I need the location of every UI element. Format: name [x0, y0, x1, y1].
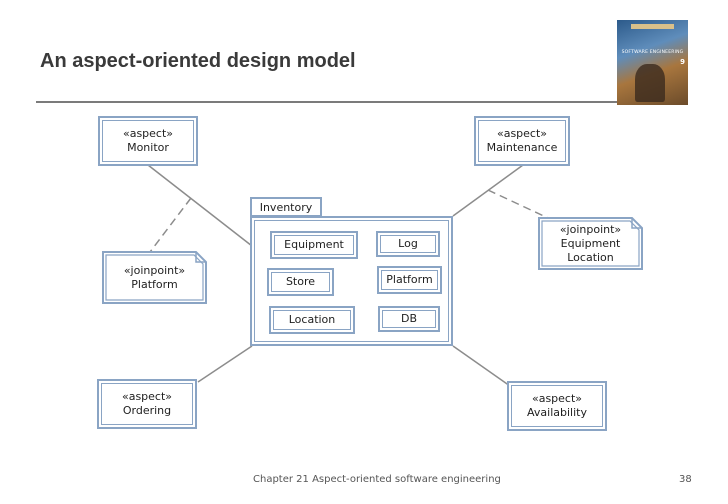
class-store-inner-border — [271, 272, 330, 292]
joinpoint-platform: «joinpoint» Platform — [102, 251, 207, 304]
aspect-maintenance: «aspect» Maintenance — [474, 116, 570, 166]
class-location-name: Location — [288, 313, 336, 326]
class-store-name: Store — [285, 275, 316, 288]
joinpoint-platform-name: Platform — [131, 277, 178, 291]
aspect-monitor-stereotype: «aspect» — [122, 127, 174, 140]
class-location-inner-border — [273, 310, 351, 330]
connector-ordering-inventory — [197, 345, 253, 383]
joinpoint-platform-stereotype: «joinpoint» — [123, 263, 186, 277]
class-log: Log — [376, 231, 440, 257]
connector-availability-inventory — [452, 345, 511, 387]
aspect-monitor-inner-border — [102, 120, 194, 162]
book-cover-figure — [635, 64, 665, 102]
joinpoint-equipment-location-line2: Location — [567, 250, 614, 264]
aspect-ordering: «aspect» Ordering — [97, 379, 197, 429]
class-platform-inner-border — [381, 270, 438, 290]
class-db-inner-border — [382, 310, 436, 328]
aspect-monitor-name: Monitor — [127, 141, 169, 154]
aspect-maintenance-name: Maintenance — [486, 141, 558, 154]
aspect-maintenance-stereotype: «aspect» — [496, 127, 548, 140]
class-equipment-inner-border — [274, 235, 354, 255]
title-divider — [36, 101, 626, 103]
class-platform: Platform — [377, 266, 442, 294]
book-cover-image: SOFTWARE ENGINEERING 9 — [617, 20, 688, 105]
class-equipment-name: Equipment — [284, 238, 344, 251]
aspect-availability-name: Availability — [527, 406, 587, 419]
class-db-name: DB — [400, 312, 418, 325]
connector-monitor-inventory — [147, 164, 253, 247]
slide-title: An aspect-oriented design model — [40, 50, 356, 72]
aspect-availability-inner-border — [511, 385, 603, 427]
book-cover-band — [631, 24, 674, 29]
joinpoint-equipment-location: «joinpoint» Equipment Location — [538, 217, 643, 270]
connector-monitor-platform-dashed — [149, 197, 192, 253]
note-shape-platform — [102, 251, 207, 304]
joinpoint-equipment-location-stereotype: «joinpoint» — [559, 222, 622, 236]
aspect-maintenance-inner-border — [478, 120, 566, 162]
footer-chapter-text: Chapter 21 Aspect-oriented software engi… — [253, 474, 501, 485]
class-location: Location — [269, 306, 355, 334]
class-log-name: Log — [398, 237, 418, 250]
joinpoint-equipment-location-line1: Equipment — [560, 236, 621, 250]
book-cover-title: SOFTWARE ENGINEERING — [621, 50, 684, 55]
footer-page-number: 38 — [679, 474, 692, 485]
aspect-monitor: «aspect» Monitor — [98, 116, 198, 166]
note-shape-equipment-location — [538, 217, 643, 270]
class-equipment: Equipment — [270, 231, 358, 259]
aspect-ordering-stereotype: «aspect» — [121, 390, 173, 403]
connector-maintenance-location-dashed — [487, 189, 549, 219]
aspect-availability: «aspect» Availability — [507, 381, 607, 431]
class-log-inner-border — [380, 235, 436, 253]
book-cover-edition: 9 — [680, 58, 685, 66]
aspect-ordering-name: Ordering — [122, 404, 172, 417]
aspect-availability-stereotype: «aspect» — [531, 392, 583, 405]
class-db: DB — [378, 306, 440, 332]
package-inventory-tab: Inventory — [250, 197, 322, 217]
class-platform-name: Platform — [386, 273, 433, 286]
package-inventory-inner-border — [254, 220, 449, 342]
aspect-ordering-inner-border — [101, 383, 193, 425]
class-store: Store — [267, 268, 334, 296]
